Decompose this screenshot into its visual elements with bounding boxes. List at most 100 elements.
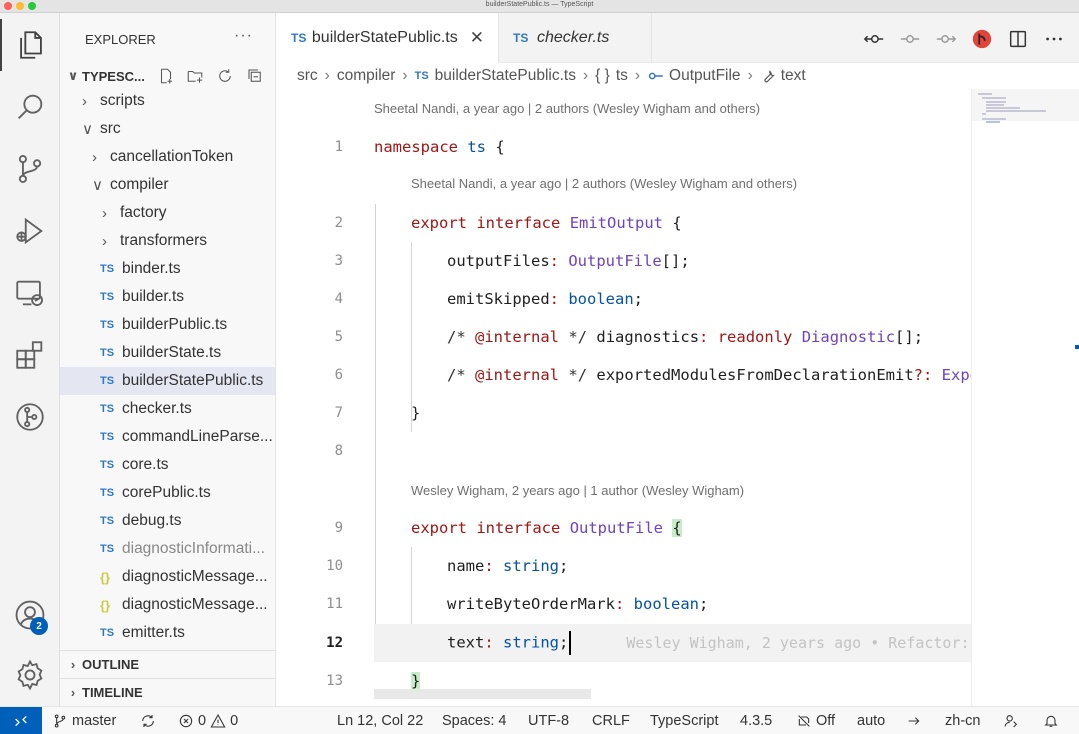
close-tab-icon[interactable]: ✕ [469,28,484,47]
bracket-match-highlight: { [672,519,682,537]
remote-explorer-icon[interactable] [0,267,60,319]
tree-item-label: builder.ts [122,288,185,305]
tree-folder-src[interactable]: ∨src [60,115,275,143]
more-actions-icon[interactable] [1043,28,1065,50]
encoding-status[interactable]: UTF-8 [528,713,570,729]
codelens-blame[interactable]: Sheetal Nandi, a year ago | 2 authors (W… [374,101,761,116]
explorer-more-actions-button[interactable]: ··· [234,27,253,44]
horizontal-scrollbar[interactable] [374,689,591,699]
explorer-icon[interactable] [0,19,60,71]
tree-item-label: checker.ts [122,400,192,417]
accounts-icon[interactable]: 2 [0,589,60,641]
tree-item-label: builderPublic.ts [122,316,228,333]
sync-icon [142,715,154,727]
minimap-line [986,107,1020,109]
notifications-icon[interactable] [1043,707,1063,734]
tree-item-label: commandLineParse... [122,428,273,445]
git-next-change-icon[interactable] [935,28,957,50]
breadcrumb-interface[interactable]: OutputFile [669,67,741,84]
language-mode[interactable]: TypeScript [650,713,719,729]
remote-indicator-button[interactable] [0,707,42,734]
minimize-window-button[interactable] [16,2,24,10]
extensions-icon[interactable] [0,329,60,381]
auto-status[interactable]: auto [857,713,886,729]
feedback-icon[interactable] [1003,707,1023,734]
outline-section-header[interactable]: › OUTLINE [60,651,275,677]
split-editor-icon[interactable] [1007,28,1029,50]
problems-status[interactable]: 0 0 [178,707,238,734]
collapse-all-icon[interactable] [245,63,265,89]
tree-item-label: factory [120,204,167,221]
tree-file-diagnosticmessage[interactable]: {}diagnosticMessage... [60,563,275,591]
codelens-blame[interactable]: Wesley Wigham, 2 years ago | 1 author (W… [411,483,745,498]
chevron-right-icon: › [634,67,641,84]
tab-checker[interactable]: TS checker.ts [499,13,652,63]
code-line: 5 /* @internal */ diagnostics: readonly … [277,318,971,356]
minimap[interactable] [971,89,1079,706]
new-file-icon[interactable] [156,63,176,89]
tree-item-label: binder.ts [122,260,181,277]
remote-icon [15,715,27,727]
code-editor[interactable]: Sheetal Nandi, a year ago | 2 authors (W… [277,89,971,706]
copilot-label: Off [816,713,836,729]
tree-item-label: compiler [110,176,169,193]
breadcrumb-src[interactable]: src [297,67,318,84]
arrow-right-icon[interactable] [906,707,926,734]
tab-builderstatepublic[interactable]: TS builderStatePublic.ts ✕ [277,13,499,63]
refresh-explorer-icon[interactable] [215,63,235,89]
typescript-version[interactable]: 4.3.5 [740,713,773,729]
git-graph-icon[interactable] [0,391,60,443]
new-folder-icon[interactable] [185,63,205,89]
tree-item-label: src [100,120,121,137]
sync-button[interactable] [140,707,160,734]
git-commit-icon[interactable] [899,28,921,50]
locale-status[interactable]: zh-cn [945,713,981,729]
tree-folder-transformers[interactable]: ›transformers [60,227,275,255]
source-control-icon[interactable] [0,143,60,195]
manage-gear-icon[interactable] [0,649,60,701]
run-debug-icon[interactable] [0,205,60,257]
eol-status[interactable]: CRLF [592,713,630,729]
code-line: 11 writeByteOrderMark: boolean; [277,585,971,623]
tree-folder-factory[interactable]: ›factory [60,199,275,227]
tree-item-label: cancellationToken [110,148,234,165]
breadcrumb-namespace[interactable]: ts [615,67,628,84]
tree-folder-cancellationtoken[interactable]: ›cancellationToken [60,143,275,171]
branch-status[interactable]: master [52,707,116,734]
indent-guide [411,547,412,661]
tree-folder-scripts[interactable]: ›scripts [60,87,275,115]
code-line: 3 outputFiles: OutputFile[]; [277,242,971,280]
codelens-blame[interactable]: Sheetal Nandi, a year ago | 2 authors (W… [411,176,798,191]
indent-guide [375,204,376,660]
current-line-highlight [374,624,971,662]
tree-file-diagnosticmessage[interactable]: {}diagnosticMessage... [60,591,275,619]
breadcrumb-file[interactable]: builderStatePublic.ts [434,67,576,84]
breadcrumb-compiler[interactable]: compiler [336,67,396,84]
timeline-section-header[interactable]: › TIMELINE [60,679,275,705]
close-window-button[interactable] [4,2,12,10]
cursor-position[interactable]: Ln 12, Col 22 [337,713,424,729]
git-previous-change-icon[interactable] [863,28,885,50]
tree-folder-compiler[interactable]: ∨compiler [60,171,275,199]
breadcrumb-property[interactable]: text [780,67,806,84]
explorer-sidebar: EXPLORER ··· ∨ TYPESC... ›scripts∨src›ca… [60,13,276,706]
zoom-window-button[interactable] [28,2,36,10]
gitlens-icon[interactable] [971,28,993,50]
copilot-status[interactable]: Off [796,707,835,734]
indentation-status[interactable]: Spaces: 4 [442,713,507,729]
search-icon[interactable] [0,81,60,133]
workspace-root-header[interactable]: ∨ TYPESC... [60,63,275,89]
chevron-right-icon: › [324,67,330,84]
